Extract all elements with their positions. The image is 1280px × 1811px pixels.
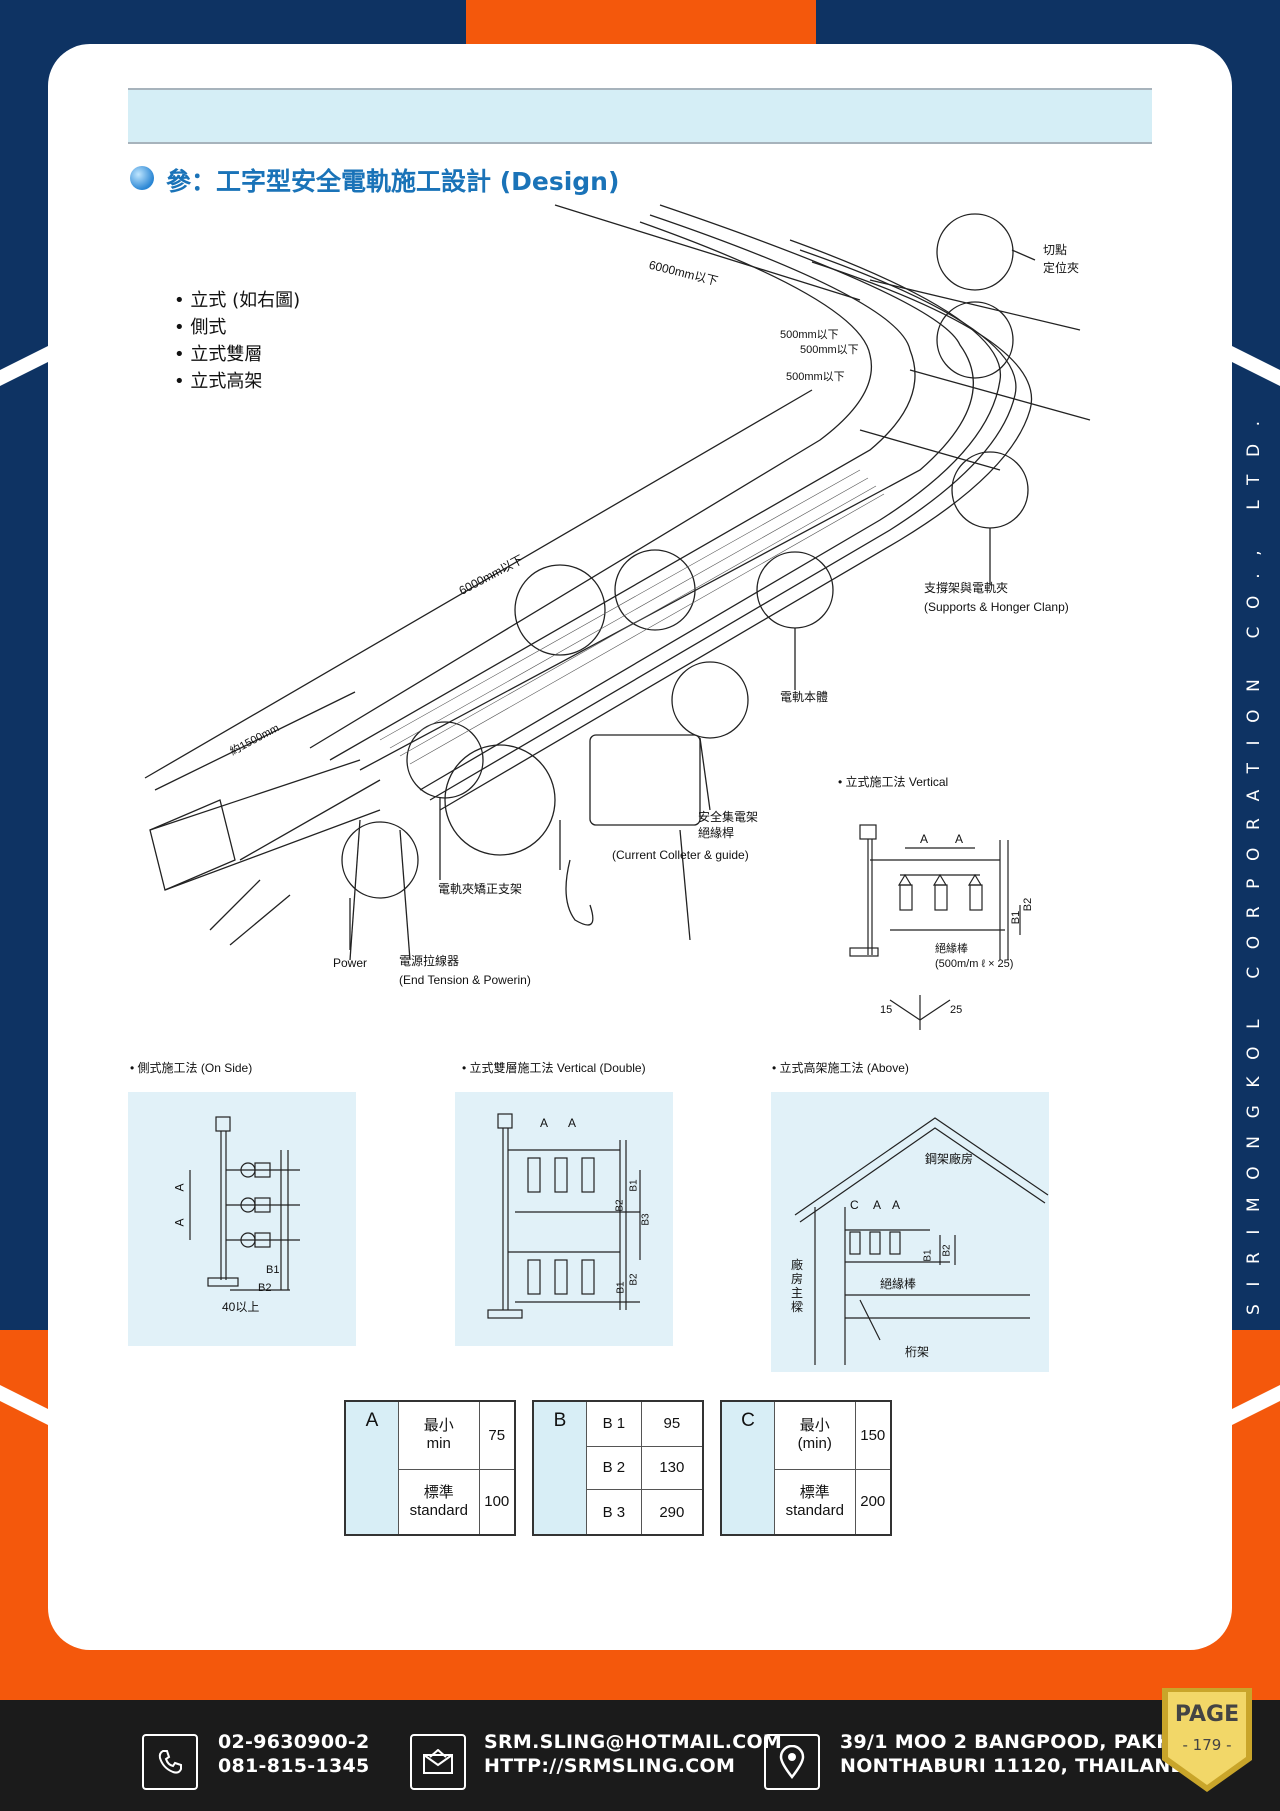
table-b-key: B: [532, 1400, 587, 1536]
dim-500-c: 500mm以下: [786, 371, 845, 383]
on-side-b2: B2: [258, 1282, 272, 1294]
double-b1: B1: [628, 1179, 640, 1192]
vertical-a2: A: [955, 832, 964, 846]
above-a2: A: [892, 1198, 901, 1212]
above-b1: B1: [922, 1249, 934, 1262]
rail-body-label: 電軌本體: [780, 690, 829, 704]
vertical-insulator-spec: (500m/m ℓ × 25): [935, 958, 1014, 970]
spec-table-a: A 最小 min 75 標準 standard 100: [344, 1400, 516, 1536]
table-a-std-label: 標準 standard: [398, 1468, 480, 1536]
bullet-vertical: • 立式 (如右圖): [174, 290, 301, 311]
collector-label-zh-2: 絕緣桿: [698, 826, 735, 840]
above-b2: B2: [941, 1244, 953, 1257]
spec-table-b: B B 1 95 B 2 130 B 3 290: [532, 1400, 704, 1536]
position-clamp-label: 定位夾: [1043, 261, 1080, 275]
location-icon: [764, 1734, 820, 1790]
vertical-heading: • 立式施工法 Vertical: [838, 775, 949, 789]
dim-500-b: 500mm以下: [800, 344, 859, 356]
table-b-b1-label: B 1: [586, 1400, 642, 1447]
spec-table-c: C 最小 (min) 150 標準 standard 200: [720, 1400, 892, 1536]
company-side-text: SIRIMONGKOL CORPORATION CO., LTD.: [1244, 403, 1264, 1315]
table-b-b2-label: B 2: [586, 1445, 642, 1491]
mail-icon: [410, 1734, 466, 1790]
double-b2-lower: B2: [628, 1273, 640, 1286]
footer-address-2: NONTHABURI 11120, THAILAND: [840, 1755, 1187, 1777]
table-c-std-label: 標準 standard: [774, 1468, 856, 1536]
above-panel: [771, 1092, 1049, 1372]
double-b2: B2: [614, 1199, 626, 1212]
vertical-b1: B1: [1010, 910, 1023, 925]
vertical-angle-15: 15: [880, 1004, 893, 1016]
table-b-b3-value: 290: [640, 1489, 704, 1536]
vertical-angle-25: 25: [950, 1004, 963, 1016]
header-banner: [128, 88, 1152, 144]
cut-point-label: 切點: [1043, 243, 1068, 257]
double-b3: B3: [640, 1213, 652, 1226]
table-a-min-value: 75: [478, 1400, 516, 1470]
above-column: 廠房主樑: [791, 1258, 804, 1314]
table-a-key: A: [344, 1400, 399, 1536]
dim-500-a: 500mm以下: [780, 329, 839, 341]
above-girder: 桁架: [905, 1345, 930, 1359]
above-insulator: 絕緣棒: [880, 1277, 917, 1291]
on-side-panel: [128, 1092, 356, 1346]
above-steel-house: 鋼架廠房: [925, 1152, 974, 1166]
on-side-heading: • 側式施工法 (On Side): [130, 1061, 253, 1075]
table-a-std-value: 100: [478, 1468, 516, 1536]
above-heading: • 立式高架施工法 (Above): [772, 1061, 909, 1075]
page-badge: [1162, 1688, 1252, 1792]
table-a-min-label: 最小 min: [398, 1400, 480, 1470]
footer-email[interactable]: SRM.SLING@HOTMAIL.COM: [484, 1731, 783, 1753]
table-c-std-value: 200: [854, 1468, 892, 1536]
power-label: Power: [333, 956, 368, 970]
double-a2: A: [568, 1116, 577, 1130]
table-b-b1-value: 95: [640, 1400, 704, 1447]
footer-bar: [0, 1700, 1280, 1811]
vertical-insulator: 絕緣棒: [935, 943, 968, 955]
table-c-min-label: 最小 (min): [774, 1400, 856, 1470]
page-title: 參：工字型安全電軌施工設計 (Design): [166, 167, 620, 196]
footer-address-1: 39/1 MOO 2 BANGPOOD, PAKKRED: [840, 1731, 1216, 1753]
collector-label-en: (Current Colleter & guide): [612, 848, 749, 862]
bullet-double: • 立式雙層: [174, 344, 263, 365]
bullet-above: • 立式高架: [174, 371, 263, 392]
top-orange-block: [466, 0, 816, 44]
page-number: - 179 -: [1182, 1736, 1232, 1754]
supports-label-zh: 支撐架與電軌夾: [924, 581, 1009, 595]
bullet-side: • 側式: [174, 317, 227, 338]
tension-label-en: (End Tension & Powerin): [399, 973, 531, 987]
phone-icon: [142, 1734, 198, 1790]
supports-label-en: (Supports & Honger Clanp): [924, 600, 1069, 614]
page-label: PAGE: [1174, 1702, 1240, 1727]
tension-label-zh: 電源拉線器: [399, 954, 460, 968]
clamp-support-label: 電軌夾矯正支架: [438, 882, 523, 896]
table-c-key: C: [720, 1400, 775, 1536]
vertical-a1: A: [920, 832, 929, 846]
above-c: C: [850, 1198, 859, 1212]
double-panel: [455, 1092, 673, 1346]
double-heading: • 立式雙層施工法 Vertical (Double): [462, 1061, 646, 1075]
footer-website[interactable]: HTTP://SRMSLING.COM: [484, 1755, 736, 1777]
table-c-min-value: 150: [854, 1400, 892, 1470]
footer-phone-2: 081-815-1345: [218, 1755, 370, 1777]
title-bullet-icon: [130, 166, 154, 190]
vertical-b2: B2: [1022, 897, 1035, 912]
double-a1: A: [540, 1116, 549, 1130]
on-side-a1: A: [172, 1183, 187, 1192]
on-side-b1: B1: [266, 1264, 280, 1276]
on-side-min: 40以上: [222, 1300, 260, 1314]
above-a1: A: [873, 1198, 882, 1212]
collector-label-zh-1: 安全集電架: [698, 810, 759, 824]
table-b-b3-label: B 3: [586, 1489, 642, 1536]
footer-phone-1: 02-9630900-2: [218, 1731, 370, 1753]
on-side-a2: A: [172, 1218, 187, 1227]
table-b-b2-value: 130: [640, 1445, 704, 1491]
